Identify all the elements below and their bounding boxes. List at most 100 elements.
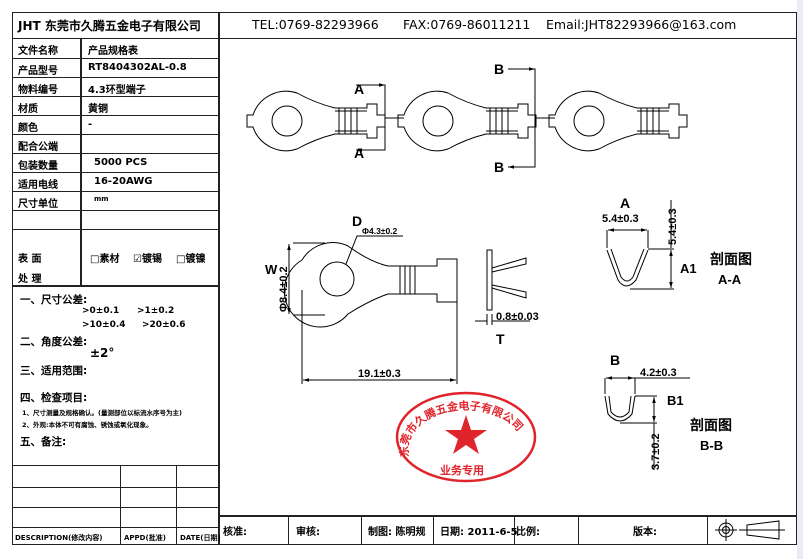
section-a-subcaption: A-A [718,272,742,287]
thickness-label-t: T [496,331,505,347]
divider [288,515,289,545]
section-b1-label: B1 [667,393,684,408]
divider [12,58,218,59]
tolerance-value: >1±0.2 [137,306,175,316]
spec-value: 5000 PCS [94,157,148,168]
section-a-caption: 剖面图 [710,251,752,267]
spec-value: - [88,119,93,130]
review-field: 审核: [296,527,320,538]
divider [707,515,708,545]
terminal-top-view [283,235,530,384]
company-header: JHT 东莞市久腾五金电子有限公司 [18,19,201,33]
surface-option-raw: □素材 [90,254,120,265]
section-b-width-dim: 4.2±0.3 [640,367,677,379]
spec-value: RT8404302AL-0.8 [88,62,187,73]
inspection-item-1: 1、尺寸测量及规格确认。(量测部位以标流水序号为主) [22,409,182,417]
divider [12,115,218,116]
divider [12,229,218,230]
spec-label: 物料编号 [18,85,58,96]
approve-field: 核准: [223,527,247,538]
section-a-bottom: A [354,145,364,161]
stamp-bottom-text: 业务专用 [440,463,484,477]
spec-label: 尺寸单位 [18,199,58,210]
spec-label: 颜色 [18,123,38,134]
section-b-title-letter: B [610,352,620,368]
divider [120,465,121,545]
divider [218,515,797,517]
spec-value: 产品规格表 [88,46,138,57]
revision-appd-header: APPD(批准) [124,534,166,542]
divider [514,515,515,545]
spec-label: 文件名称 [18,46,58,57]
section-a-a-view [606,200,674,290]
tel: TEL:0769-82293966 [252,17,379,32]
divider [12,487,218,488]
divider [80,38,82,285]
divider [12,507,218,508]
window-edge [797,0,803,559]
divider [218,38,797,39]
note-angle-tolerance: 二、角度公差: [20,336,88,348]
divider [12,153,218,154]
tolerance-value: >20±0.6 [142,320,186,330]
scale-field: 比例: [516,527,540,538]
spec-label: 材质 [18,104,38,115]
section-markers [356,67,536,169]
tolerance-value: >10±0.4 [82,320,126,330]
note-remarks: 五、备注: [20,436,67,448]
divider [12,172,218,173]
drawing-frame [12,12,797,545]
divider [12,465,218,466]
spec-label: 产品型号 [18,66,58,77]
version-field: 版本: [633,527,657,538]
note-inspection: 四、检查项目: [20,392,88,404]
divider [176,465,177,545]
divider [12,77,218,78]
fax: FAX:0769-86011211 [403,17,531,32]
section-a-top: A [354,81,364,97]
revision-description-header: DESCRIPTION(修改内容) [15,534,103,542]
drawn-by-field: 制图: 陈明规 [368,527,426,538]
ring-diameter-dim: Φ8.4±0.2 [278,266,290,312]
surface-option-tin: ☑镀锡 [133,254,162,265]
tolerance-value: >0±0.1 [82,306,120,316]
surface-label-1: 表 面 [18,254,42,265]
divider [12,191,218,192]
divider [12,96,218,97]
terminal-strip [246,90,688,152]
divider [578,515,579,545]
spec-value: 4.3环型端子 [88,85,146,96]
projection-symbol-icon [715,519,785,541]
section-b-top: B [494,61,504,77]
divider [12,38,218,39]
spec-label: 适用电线 [18,180,58,191]
revision-date-header: DATE(日期) [180,534,221,542]
divider [12,134,218,135]
section-b-subcaption: B-B [700,438,723,453]
width-label-w: W [265,262,278,277]
spec-label: 配合公端 [18,142,58,153]
section-b-b-view [604,376,690,470]
section-b-caption: 剖面图 [690,417,732,433]
section-a-title-letter: A [620,195,630,211]
divider [12,527,218,528]
angle-value: ±2° [90,346,115,360]
note-scope: 三、适用范围: [20,365,88,377]
spec-label: 包装数量 [18,161,58,172]
thickness-dim: 0.8±0.03 [496,311,539,323]
spec-value: 黄铜 [88,104,108,115]
note-dim-tolerance: 一、尺寸公差: [20,294,88,306]
surface-label-2: 处 理 [18,274,42,285]
email: Email:JHT82293966@163.com [546,17,737,32]
length-dim: 19.1±0.3 [358,368,401,380]
surface-option-nickel: □镀镍 [176,254,206,265]
spec-value: 16-20AWG [94,176,153,187]
divider [12,285,218,287]
divider [218,12,220,545]
date-field: 日期: 2011-6-5 [440,527,518,538]
divider [361,515,362,545]
company-stamp: 东莞市久腾五金电子有限公司 业务专用 [395,391,537,483]
inspection-item-2: 2、外观:本体不可有腐蚀、锈蚀或氧化现象。 [22,421,153,429]
divider [433,515,434,545]
